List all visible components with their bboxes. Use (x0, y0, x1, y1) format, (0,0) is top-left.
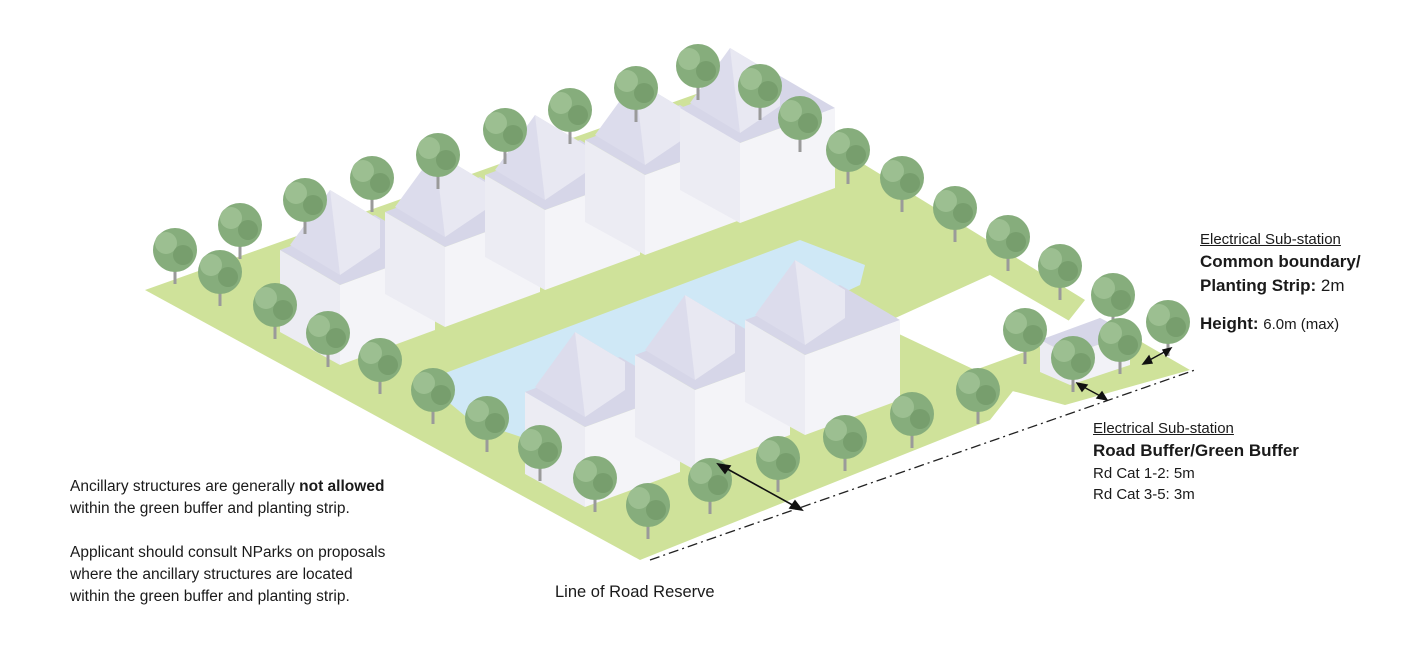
note-p2-line2: where the ancillary structures are locat… (70, 564, 470, 586)
tree (350, 156, 394, 212)
notes-block: Ancillary structures are generally not a… (70, 476, 470, 608)
rd-cat-2: Rd Cat 3-5: 3m (1093, 484, 1299, 505)
note-p2-line1: Applicant should consult NParks on propo… (70, 542, 470, 564)
note-p1-bold: not allowed (299, 478, 384, 495)
road-heading: Electrical Sub-station (1093, 419, 1299, 439)
road-buffer-annotation: Electrical Sub-station Road Buffer/Green… (1093, 419, 1299, 505)
road-reserve-label: Line of Road Reserve (555, 583, 715, 602)
common-title-line2: Planting Strip: (1200, 276, 1316, 295)
note-p1-after: within the green buffer and planting str… (70, 498, 470, 520)
strip-value: 2m (1321, 276, 1345, 295)
common-boundary-annotation: Electrical Sub-station Common boundary/ … (1200, 230, 1361, 337)
road-title: Road Buffer/Green Buffer (1093, 439, 1299, 463)
rd-cat-1: Rd Cat 1-2: 5m (1093, 463, 1299, 484)
common-title-line1: Common boundary/ (1200, 250, 1361, 274)
note-p1-before: Ancillary structures are generally (70, 478, 295, 495)
tree (1146, 300, 1190, 356)
common-heading: Electrical Sub-station (1200, 230, 1361, 250)
height-label: Height: (1200, 314, 1259, 333)
height-value: 6.0m (max) (1263, 316, 1339, 333)
note-p2-line3: within the green buffer and planting str… (70, 586, 470, 608)
